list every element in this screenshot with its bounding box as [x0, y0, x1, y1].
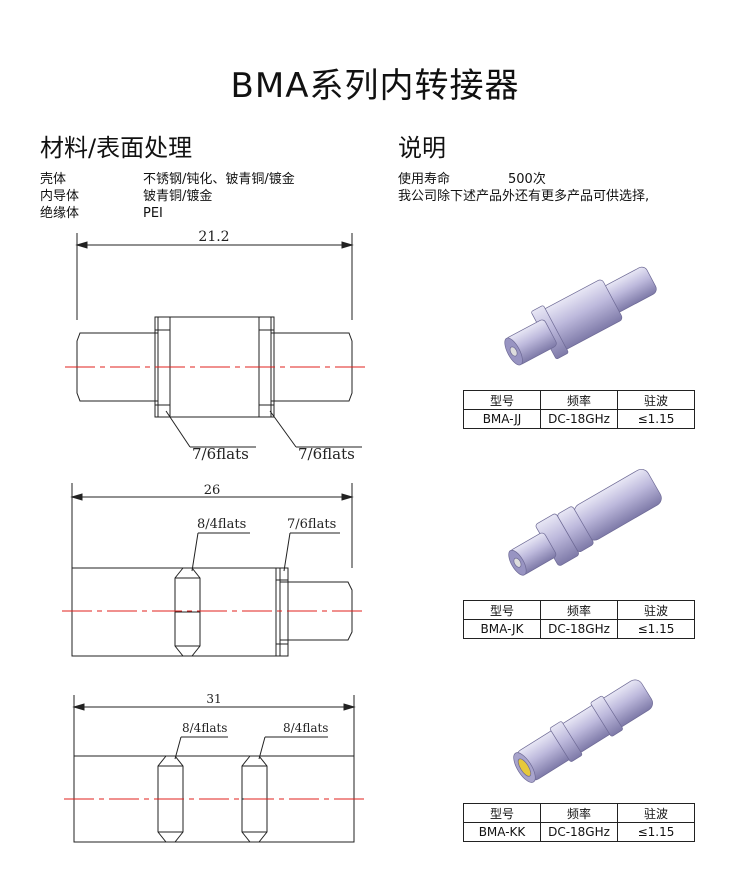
- notes-text: 使用寿命 500次 我公司除下述产品外还有更多产品可供选择,: [398, 171, 649, 205]
- flats-label: 7/6flats: [287, 517, 336, 532]
- product-photo-bma-jj: [504, 266, 657, 366]
- page-title: BMA系列内转接器: [230, 66, 520, 106]
- table-header: 型号: [463, 390, 541, 410]
- notes-heading: 说明: [398, 134, 446, 162]
- table-header: 型号: [463, 600, 541, 620]
- spec-value: 不锈钢/钝化、铍青铜/镀金: [143, 172, 295, 187]
- table-header: 频率: [540, 600, 618, 620]
- life-value: 500次: [508, 172, 546, 187]
- life-label: 使用寿命: [398, 172, 451, 187]
- table-cell: ≤1.15: [617, 822, 695, 842]
- materials-list: 壳体 不锈钢/钝化、铍青铜/镀金 内导体 铍青铜/镀金 绝缘体 PEI: [40, 171, 295, 222]
- drawing-bma-jk: 26 8/4flats 7/6flats: [62, 483, 365, 657]
- table-header: 频率: [540, 390, 618, 410]
- flats-label: 8/4flats: [182, 721, 227, 735]
- table-cell: DC-18GHz: [540, 409, 618, 429]
- length-label: 31: [206, 692, 221, 706]
- spec-key: 壳体: [40, 172, 67, 187]
- table-header: 型号: [463, 803, 541, 823]
- spec-key: 内导体: [40, 189, 80, 204]
- table-cell: DC-18GHz: [540, 822, 618, 842]
- table-header: 驻波: [617, 803, 695, 823]
- product-photo-bma-jk: [508, 468, 662, 576]
- drawing-bma-jj: 21.2 7/6flats 7/6flats: [65, 229, 365, 463]
- table-cell: BMA-KK: [463, 822, 541, 842]
- more-products-note: 我公司除下述产品外还有更多产品可供选择,: [398, 189, 650, 204]
- product-photo-bma-kk: [513, 679, 653, 783]
- length-label: 21.2: [198, 229, 229, 245]
- table-cell: BMA-JK: [463, 619, 541, 639]
- length-label: 26: [204, 483, 221, 498]
- table-cell: ≤1.15: [617, 409, 695, 429]
- spec-value: 铍青铜/镀金: [143, 189, 213, 204]
- flats-label: 8/4flats: [197, 517, 246, 532]
- table-header: 频率: [540, 803, 618, 823]
- drawing-bma-kk: 31 8/4flats 8/4flats: [64, 692, 365, 843]
- spec-key: 绝缘体: [40, 206, 80, 221]
- table-header: 驻波: [617, 390, 695, 410]
- table-cell: DC-18GHz: [540, 619, 618, 639]
- table-cell: BMA-JJ: [463, 409, 541, 429]
- flats-label: 7/6flats: [192, 445, 249, 463]
- table-header: 驻波: [617, 600, 695, 620]
- flats-label: 7/6flats: [298, 445, 355, 463]
- flats-label: 8/4flats: [283, 721, 328, 735]
- materials-heading: 材料/表面处理: [40, 134, 193, 162]
- spec-value: PEI: [143, 206, 163, 221]
- table-cell: ≤1.15: [617, 619, 695, 639]
